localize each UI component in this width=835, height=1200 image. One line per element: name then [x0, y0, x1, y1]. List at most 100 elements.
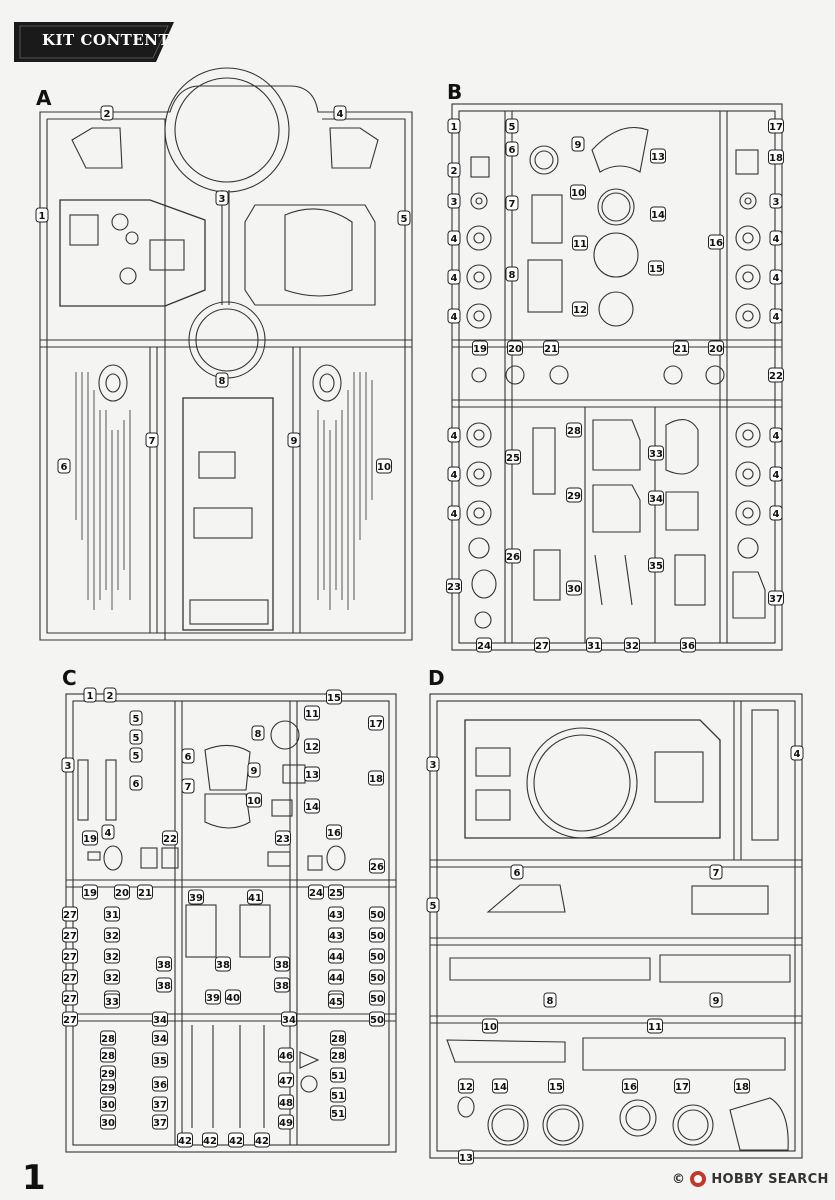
part-callout-c-21: 21: [137, 884, 153, 900]
part-number: 4: [451, 509, 458, 520]
part-number: 34: [153, 1034, 167, 1045]
part-number: 4: [773, 234, 780, 245]
part-number: 11: [573, 239, 587, 250]
part-callout-b-28: 28: [566, 422, 582, 438]
part-callout-b-4: 4: [769, 427, 783, 443]
part-callout-c-35: 35: [152, 1052, 168, 1068]
hobby-search-watermark: © HOBBY SEARCH: [672, 1168, 829, 1190]
part-number: 9: [291, 436, 298, 447]
hobby-search-logo-icon: [690, 1171, 707, 1187]
part-callout-b-14: 14: [650, 206, 666, 222]
part-number: 31: [105, 910, 119, 921]
part-callout-c-43: 43: [328, 906, 344, 922]
part-number: 31: [587, 641, 601, 652]
part-number: 9: [713, 996, 720, 1007]
part-number: 6: [133, 779, 140, 790]
part-number: 38: [157, 981, 171, 992]
part-number: 33: [105, 997, 119, 1008]
part-number: 32: [105, 931, 119, 942]
part-callout-b-21: 21: [543, 340, 559, 356]
part-number: 50: [370, 1015, 384, 1026]
part-number: 6: [185, 752, 192, 763]
part-number: 4: [451, 431, 458, 442]
part-callout-b-4: 4: [447, 269, 461, 285]
part-callout-a-4: 4: [333, 105, 347, 121]
part-callout-c-10: 10: [246, 792, 262, 808]
part-number: 29: [567, 491, 581, 502]
part-number: 41: [248, 893, 262, 904]
part-number: 19: [83, 888, 97, 899]
part-callout-b-20: 20: [708, 340, 724, 356]
part-number: 22: [769, 371, 783, 382]
part-number: 35: [649, 561, 663, 572]
part-callout-c-39: 39: [205, 989, 221, 1005]
part-number: 46: [279, 1051, 293, 1062]
part-callout-c-6: 6: [181, 748, 195, 764]
part-number: 28: [101, 1034, 115, 1045]
part-callout-c-4: 4: [101, 824, 115, 840]
part-number: 24: [309, 888, 323, 899]
part-callout-b-9: 9: [571, 136, 585, 152]
part-callout-c-1: 1: [83, 687, 97, 703]
part-callout-a-3: 3: [215, 190, 229, 206]
part-callout-c-32: 32: [104, 927, 120, 943]
part-callout-c-3: 3: [61, 757, 75, 773]
watermark-brand: HOBBY SEARCH: [711, 1171, 829, 1187]
part-number: 14: [493, 1082, 507, 1093]
part-callout-c-50: 50: [369, 948, 385, 964]
part-number: 2: [451, 166, 458, 177]
part-callout-b-4: 4: [769, 466, 783, 482]
part-callout-d-11: 11: [647, 1018, 663, 1034]
part-callout-b-8: 8: [505, 266, 519, 282]
part-number: 12: [459, 1082, 473, 1093]
part-callout-c-33: 33: [104, 993, 120, 1009]
part-callout-c-29: 29: [100, 1079, 116, 1095]
part-callout-c-47: 47: [278, 1072, 294, 1088]
part-number: 37: [153, 1118, 167, 1129]
part-callout-b-24: 24: [476, 637, 492, 653]
part-callout-c-16: 16: [326, 824, 342, 840]
part-callout-c-50: 50: [369, 906, 385, 922]
part-number: 17: [675, 1082, 689, 1093]
part-number: 4: [773, 431, 780, 442]
part-callout-b-4: 4: [447, 308, 461, 324]
part-callout-b-4: 4: [769, 269, 783, 285]
part-callout-d-12: 12: [458, 1078, 474, 1094]
part-callout-c-22: 22: [162, 830, 178, 846]
part-callout-c-30: 30: [100, 1114, 116, 1130]
part-number: 4: [773, 312, 780, 323]
part-number: 7: [509, 199, 516, 210]
part-callout-c-28: 28: [330, 1030, 346, 1046]
part-callout-c-38: 38: [156, 977, 172, 993]
part-callout-a-5: 5: [397, 210, 411, 226]
part-number: 22: [163, 834, 177, 845]
part-callout-b-3: 3: [447, 193, 461, 209]
part-callout-b-18: 18: [768, 149, 784, 165]
part-number: 12: [305, 742, 319, 753]
part-callout-c-50: 50: [369, 927, 385, 943]
part-callout-b-22: 22: [768, 367, 784, 383]
part-number: 37: [153, 1100, 167, 1111]
part-callout-c-43: 43: [328, 927, 344, 943]
sprue-letter-a: A: [36, 86, 52, 110]
part-number: 32: [105, 973, 119, 984]
part-number: 50: [370, 994, 384, 1005]
part-callout-b-4: 4: [447, 427, 461, 443]
part-number: 28: [567, 426, 581, 437]
part-number: 24: [477, 641, 491, 652]
part-number: 12: [573, 305, 587, 316]
part-callout-b-30: 30: [566, 580, 582, 596]
part-number: 5: [133, 714, 140, 725]
part-number: 13: [651, 152, 665, 163]
part-number: 6: [514, 868, 521, 879]
part-number: 28: [101, 1051, 115, 1062]
part-callout-c-51: 51: [330, 1067, 346, 1083]
part-number: 16: [623, 1082, 637, 1093]
part-callout-c-34: 34: [281, 1011, 297, 1027]
part-callout-d-16: 16: [622, 1078, 638, 1094]
part-number: 23: [447, 582, 461, 593]
part-number: 38: [275, 981, 289, 992]
part-callout-c-29: 29: [100, 1065, 116, 1081]
part-number: 42: [203, 1136, 217, 1147]
part-callout-c-44: 44: [328, 948, 344, 964]
